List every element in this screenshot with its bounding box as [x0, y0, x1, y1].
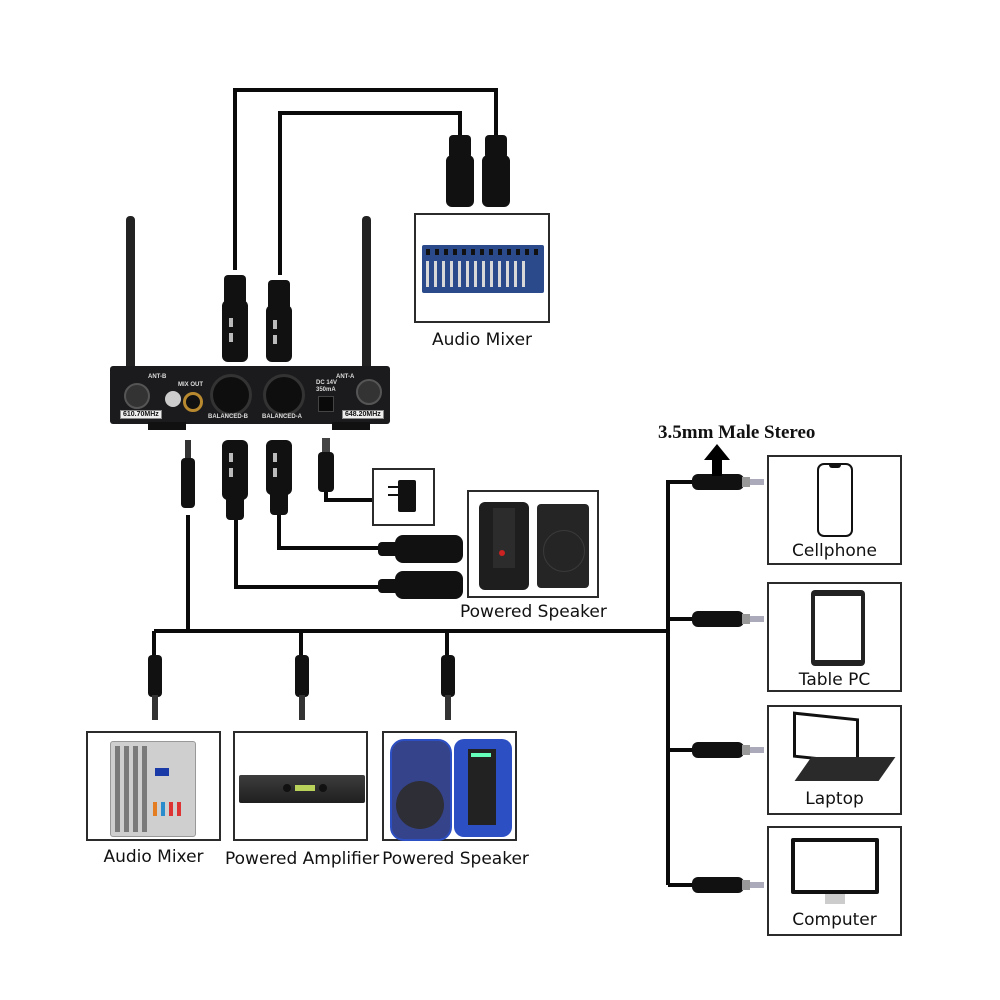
balanced-b-label: BALANCED-B	[208, 414, 248, 420]
power-adapter-box	[372, 468, 435, 526]
xlr-female-plug-bottom-b	[222, 440, 248, 520]
xlr-female-plug-2	[266, 280, 292, 362]
blue-speaker-front-image	[390, 739, 452, 841]
powered-speaker-bottom-box	[382, 731, 517, 841]
jack-plug-drop-1	[148, 655, 162, 720]
arrow-up-icon	[704, 444, 730, 476]
antenna-connector-a	[356, 379, 382, 405]
xlr-cable-bottom-b	[234, 520, 380, 589]
computer-monitor-icon	[791, 838, 879, 894]
dc-jack[interactable]	[318, 396, 334, 412]
xlr-male-plug-bottom-1	[378, 535, 463, 563]
mixer-image	[422, 245, 544, 293]
compact-mixer-image	[110, 741, 196, 837]
qc-sticker	[165, 391, 181, 407]
blue-speaker-rear-image	[454, 739, 512, 837]
bottom-audio-mixer-box	[86, 731, 221, 841]
balanced-a-label: BALANCED-A	[262, 414, 302, 420]
ant-a-label: ANT-A	[336, 374, 355, 380]
receiver-foot-left	[148, 422, 186, 430]
balanced-b-connector[interactable]	[210, 374, 252, 416]
xlr-cable-bottom-a	[277, 515, 380, 550]
xlr-male-plug-bottom-2	[378, 571, 463, 599]
speaker-rear-image	[479, 502, 529, 590]
xlr-female-plug-bottom-a	[266, 440, 292, 515]
jack-plug-drop-2	[295, 655, 309, 720]
receiver-foot-right	[332, 422, 370, 430]
dc-plug	[318, 438, 334, 492]
connector-type-label: 3.5mm Male Stereo	[658, 422, 816, 443]
dc-label: DC 14V	[316, 380, 338, 386]
antenna-connector-b	[124, 383, 150, 409]
xlr-female-plug-1	[222, 275, 248, 362]
dc-power-cable	[324, 490, 372, 502]
powered-speaker-top-box	[467, 490, 599, 598]
xlr-male-plug-top-2	[482, 135, 510, 207]
freq-a-label: 648.20MHz	[342, 410, 384, 419]
computer-box: Computer	[767, 826, 902, 936]
xlr-cable-top-outer	[233, 88, 498, 270]
laptop-label: Laptop	[805, 789, 864, 809]
computer-stand-icon	[825, 894, 845, 904]
tablet-icon	[811, 590, 865, 666]
ant-b-label: ANT-B	[148, 374, 167, 380]
mini-jack-computer	[692, 877, 764, 893]
antenna-a	[362, 216, 371, 386]
mini-jack-tablet	[692, 611, 764, 627]
balanced-a-connector[interactable]	[263, 374, 305, 416]
top-audio-mixer-label: Audio Mixer	[431, 330, 533, 350]
cellphone-box: Cellphone	[767, 455, 902, 565]
xlr-male-plug-top-1	[446, 135, 474, 207]
tablet-box: Table PC	[767, 582, 902, 692]
amplifier-image	[239, 775, 365, 803]
laptop-icon	[793, 711, 896, 787]
jack-plug-drop-3	[441, 655, 455, 720]
laptop-box: Laptop	[767, 705, 902, 815]
bottom-audio-mixer-label: Audio Mixer	[103, 847, 204, 867]
speaker-front-image	[537, 504, 589, 588]
cellphone-label: Cellphone	[792, 541, 877, 561]
jack-plug-mixout	[181, 440, 195, 508]
top-audio-mixer-box	[414, 213, 550, 323]
power-adapter-icon	[398, 480, 416, 512]
dc-current-label: 350mA	[316, 387, 336, 393]
powered-speaker-top-label: Powered Speaker	[460, 602, 607, 622]
tablet-label: Table PC	[798, 670, 871, 690]
mini-jack-cellphone	[692, 474, 764, 490]
xlr-cable-top-inner	[278, 111, 462, 275]
receiver: ANT-B MIX OUT BALANCED-B BALANCED-A DC 1…	[110, 366, 390, 430]
mix-out-jack[interactable]	[183, 392, 203, 412]
mini-jack-laptop	[692, 742, 764, 758]
powered-speaker-bottom-label: Powered Speaker	[382, 849, 529, 869]
antenna-b	[126, 216, 135, 386]
cellphone-icon	[817, 463, 853, 537]
powered-amplifier-label: Powered Amplifier	[225, 849, 380, 869]
computer-label: Computer	[792, 910, 877, 930]
mix-out-label: MIX OUT	[178, 382, 203, 388]
powered-amplifier-box	[233, 731, 368, 841]
freq-b-label: 610.70MHz	[120, 410, 162, 419]
